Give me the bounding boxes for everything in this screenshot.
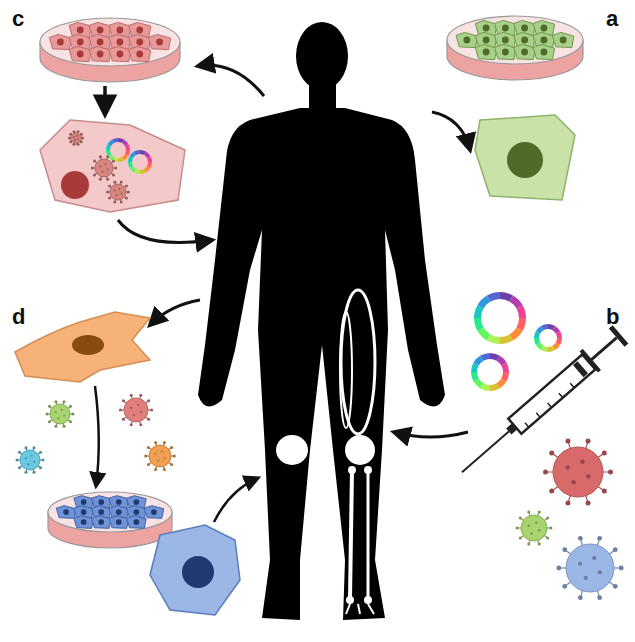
panel-letter: c [12,8,24,30]
syringe [453,324,630,483]
panel-letter: a [606,8,618,30]
human-silhouette [198,22,445,620]
panel-letter: b [606,306,619,328]
panel-c [40,18,264,243]
panel-d [15,300,258,615]
panel-letter: d [12,306,25,328]
panel-a [432,16,583,200]
panel-b [394,292,630,600]
